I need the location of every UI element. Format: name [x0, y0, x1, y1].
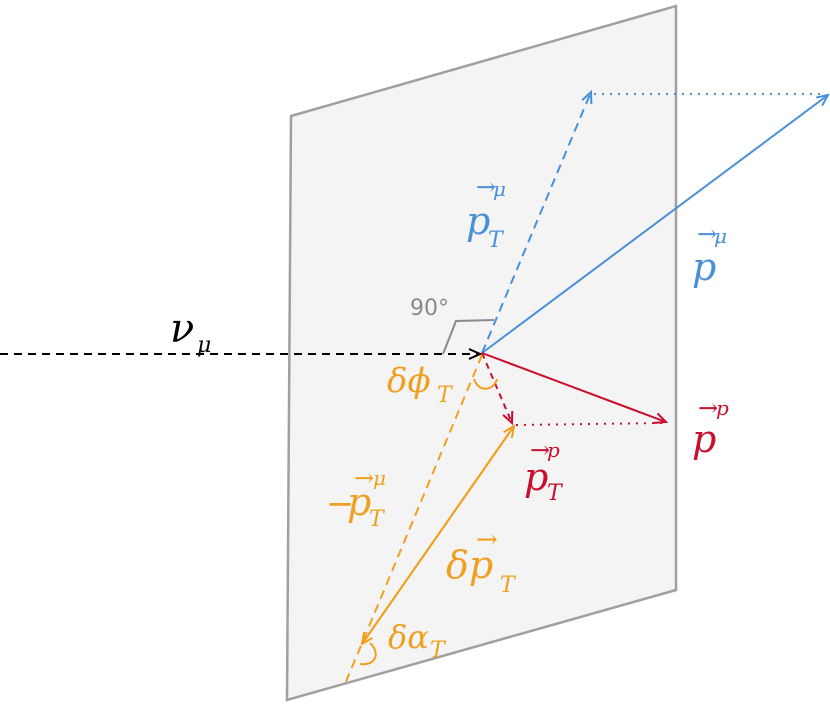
svg-text:ν: ν: [170, 306, 194, 352]
delta-alpha-label: δα T: [388, 618, 447, 663]
svg-text:μ: μ: [197, 333, 211, 358]
svg-text:p: p: [524, 455, 548, 499]
svg-text:p: p: [692, 417, 716, 461]
svg-text:δϕ: δϕ: [387, 361, 431, 401]
delta-phi-label: δϕ T: [387, 361, 454, 408]
muon-transverse-arrow: [481, 92, 591, 354]
proton-projection-line: [515, 422, 665, 426]
svg-text:−: −: [326, 484, 355, 524]
proton-transverse-label: → p p T: [524, 436, 564, 506]
svg-text:→: →: [476, 525, 498, 555]
svg-text:μ: μ: [493, 177, 506, 201]
delta-alpha-arc: [359, 642, 377, 666]
svg-text:δp: δp: [446, 543, 493, 587]
right-angle-marker: [442, 319, 495, 355]
svg-text:p: p: [716, 396, 729, 420]
proton-momentum-arrow: [481, 352, 666, 422]
svg-text:→: →: [530, 436, 550, 464]
svg-text:T: T: [369, 507, 386, 532]
neg-muon-transverse-label: − → μ p T: [326, 464, 386, 532]
delta-pt-arrow: [362, 426, 514, 644]
svg-text:μ: μ: [714, 224, 727, 248]
svg-text:→: →: [697, 220, 717, 248]
svg-text:p: p: [466, 199, 490, 243]
proton-momentum-label: → p p: [692, 394, 729, 461]
svg-text:p: p: [347, 480, 371, 524]
svg-text:T: T: [500, 573, 517, 598]
svg-text:→: →: [476, 173, 496, 201]
muon-momentum-arrow: [481, 95, 828, 354]
svg-text:T: T: [488, 228, 505, 253]
svg-text:p: p: [547, 438, 560, 462]
svg-text:μ: μ: [373, 466, 386, 490]
svg-text:T: T: [437, 383, 454, 408]
delta-phi-arc: [473, 378, 498, 390]
delta-pt-label: → δp T: [446, 525, 517, 598]
svg-text:→: →: [698, 394, 718, 422]
svg-text:δα: δα: [388, 618, 429, 656]
svg-text:p: p: [692, 245, 716, 289]
muon-transverse-label: → μ p T: [466, 173, 506, 253]
right-angle-label: 90°: [410, 296, 449, 321]
muon-momentum-label: → μ p: [692, 220, 727, 289]
svg-text:→: →: [354, 464, 374, 492]
neutrino-label: ν μ: [170, 306, 211, 358]
svg-text:T: T: [547, 481, 564, 506]
transverse-plane: [285, 4, 678, 702]
proton-transverse-arrow: [481, 352, 512, 423]
svg-text:T: T: [430, 638, 447, 663]
